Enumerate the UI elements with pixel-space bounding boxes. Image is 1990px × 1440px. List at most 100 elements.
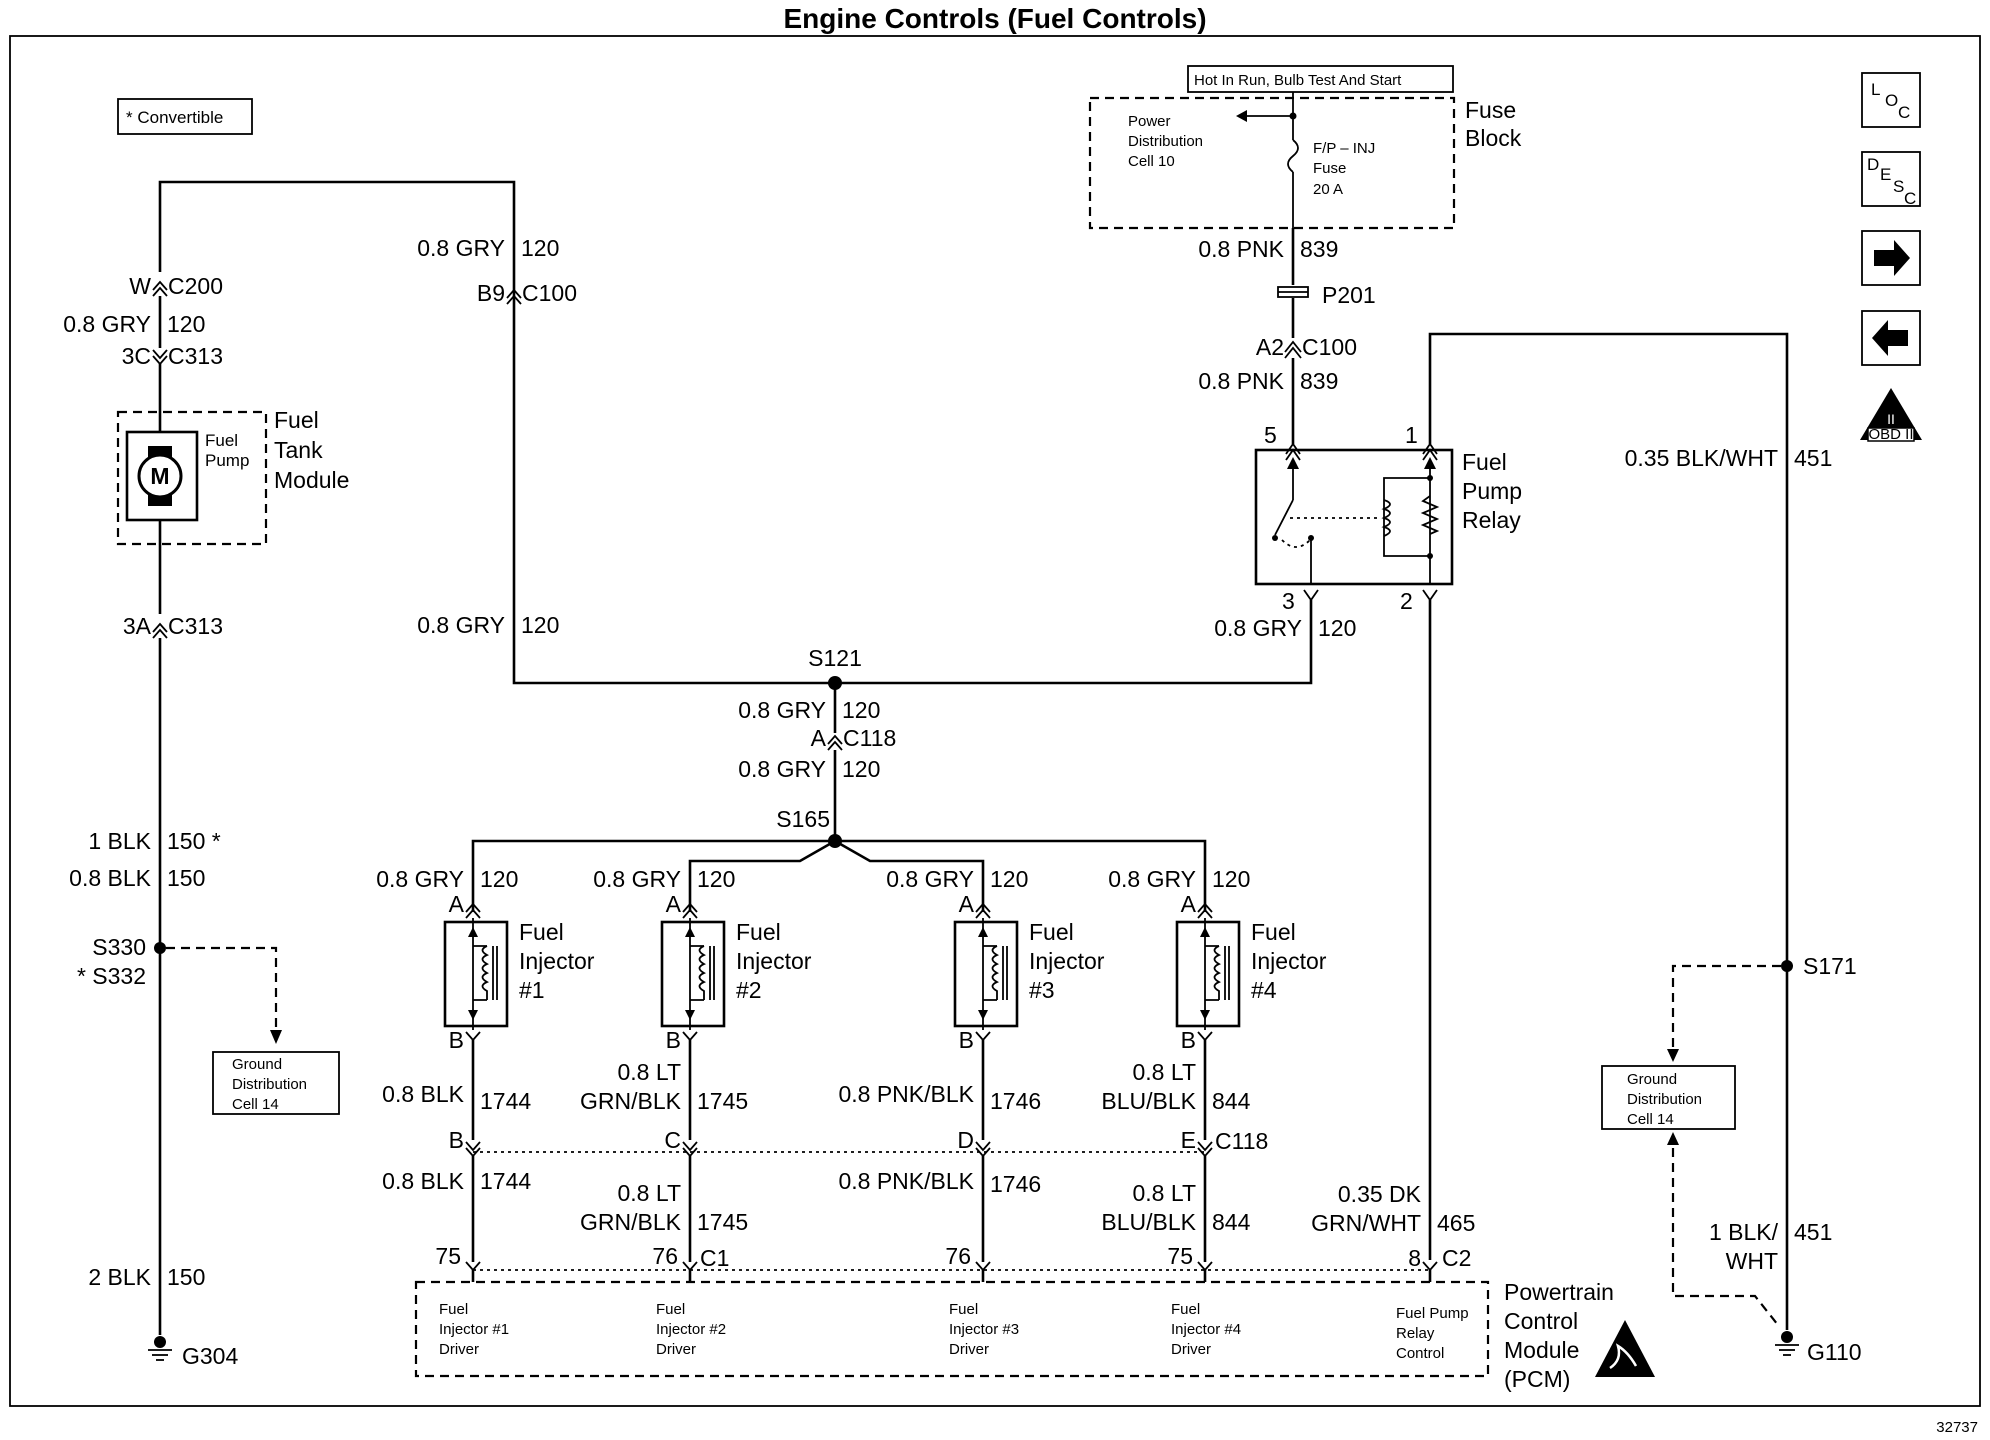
svg-text:S: S	[1893, 177, 1904, 196]
wire-pnk-839-color: 0.8 PNK	[1198, 236, 1284, 262]
injector-pin-b: B	[666, 1027, 681, 1053]
wire-dkgrn-circuit: 465	[1437, 1210, 1475, 1236]
ground-dist-right-2: Distribution	[1627, 1091, 1702, 1108]
injector-out-circuit: 1746	[990, 1088, 1041, 1114]
ground-g110-icon	[1775, 1331, 1799, 1356]
wire-2blk-circuit: 150	[167, 1264, 205, 1290]
tank-module-label-1: Fuel	[274, 407, 319, 433]
injector-in-color: 0.8 GRY	[593, 866, 681, 892]
s330-splice	[154, 942, 166, 954]
fuel-pump-label-1: Fuel	[205, 431, 238, 450]
pcm-driver-label-1: Fuel	[1171, 1301, 1200, 1318]
convertible-note: * Convertible	[126, 108, 223, 127]
pcm-pin-8: 8	[1408, 1245, 1421, 1271]
injector-low-color-1: 0.8 LT	[618, 1180, 682, 1206]
injector-pin-b: B	[1181, 1027, 1196, 1053]
c100b-connector-icon	[1284, 340, 1302, 359]
hot-in-box	[1187, 65, 1454, 93]
injector-out-color-1: 0.8 PNK/BLK	[838, 1081, 974, 1107]
c100a-label: C100	[522, 280, 577, 306]
convertible-note-box	[117, 98, 253, 135]
s171-label: S171	[1803, 953, 1857, 979]
relay-pin-5: 5	[1264, 422, 1277, 448]
figure-number: 32737	[1936, 1419, 1978, 1436]
loc-icon[interactable]: LOC	[1861, 72, 1921, 128]
injector-in-circuit: 120	[1212, 866, 1250, 892]
svg-text:OBD II: OBD II	[1868, 426, 1913, 443]
pcm-pin: 75	[435, 1243, 461, 1269]
injector-low-color-2: GRN/BLK	[580, 1209, 682, 1235]
b9-pin: B9	[477, 280, 505, 306]
wire-blkwht-451-color: 0.35 BLK/WHT	[1625, 445, 1778, 471]
c118a-pin: A	[811, 725, 827, 751]
injector-out-circuit: 844	[1212, 1088, 1251, 1114]
svg-text:O: O	[1885, 91, 1898, 110]
ground-dist-left	[212, 1051, 340, 1115]
injector-pin-a: A	[1181, 891, 1197, 917]
p201-connector-icon	[1277, 286, 1309, 298]
g304-label: G304	[182, 1343, 238, 1369]
pcm-driver-label-1: Fuel	[439, 1301, 468, 1318]
motor-icon	[137, 453, 183, 499]
obd-ii-icon: OBD II II	[1860, 388, 1922, 443]
injector-c118-pin: D	[957, 1127, 974, 1153]
relay-pin-3: 3	[1282, 588, 1295, 614]
injector-pin-a: A	[959, 891, 975, 917]
pcm-driver-label-2: Injector #1	[439, 1321, 509, 1338]
power-arrow-icon	[1236, 110, 1247, 122]
ground-dist-right-1: Ground	[1627, 1071, 1677, 1088]
relay-pin-1: 1	[1405, 422, 1418, 448]
relay-label-2: Pump	[1462, 478, 1522, 504]
pcm-driver-label-3: Driver	[1171, 1341, 1211, 1358]
power-dist-2: Distribution	[1128, 133, 1203, 150]
pcm-pin: 75	[1167, 1243, 1193, 1269]
fuse-block-outline	[1088, 96, 1456, 230]
s165-label: S165	[776, 806, 830, 832]
wire-dkgrn-color-2: GRN/WHT	[1311, 1210, 1421, 1236]
c118e-label: C118	[1215, 1128, 1268, 1154]
injector-in-color: 0.8 GRY	[376, 866, 464, 892]
injector-pin-b: B	[449, 1027, 464, 1053]
wire-blkwht-451-circuit: 451	[1794, 445, 1832, 471]
injector-low-color-1: 0.8 BLK	[382, 1168, 464, 1194]
injector-in-circuit: 120	[480, 866, 518, 892]
injector-pin-b: B	[959, 1027, 974, 1053]
pcm-relay-ctrl-2: Relay	[1396, 1325, 1435, 1342]
injector-low-circuit: 844	[1212, 1209, 1251, 1235]
wire-blkwht2-circuit: 451	[1794, 1219, 1832, 1245]
injector-in-color: 0.8 GRY	[886, 866, 974, 892]
wire-blkwht2-color-2: WHT	[1726, 1248, 1778, 1274]
injector-c118-pin: B	[449, 1127, 464, 1153]
injector-name-2: Injector	[1029, 948, 1105, 974]
injector-low-color-2: BLU/BLK	[1101, 1209, 1196, 1235]
wire-mid-gry1-circuit: 120	[521, 235, 559, 261]
fuel-tank-module-outline	[116, 410, 268, 546]
svg-text:C: C	[1898, 103, 1910, 122]
esd-warning-icon	[1595, 1320, 1655, 1377]
power-dist-1: Power	[1128, 113, 1171, 130]
injector-low-circuit: 1745	[697, 1209, 748, 1235]
ground-dist-right-3: Cell 14	[1627, 1111, 1674, 1128]
fuel-pump-label-2: Pump	[205, 451, 249, 470]
hot-in-label: Hot In Run, Bulb Test And Start	[1194, 72, 1402, 89]
arrow-right-icon[interactable]	[1861, 230, 1921, 286]
s332-label: * S332	[77, 963, 146, 989]
a2-pin: A2	[1256, 334, 1284, 360]
wire-1blk-circuit: 150 *	[167, 828, 221, 854]
wire-dkgrn-color-1: 0.35 DK	[1338, 1181, 1422, 1207]
wire-s121-gry-circuit: 120	[842, 697, 880, 723]
injector-name-1: Fuel	[519, 919, 564, 945]
injector-in-circuit: 120	[697, 866, 735, 892]
p201-label: P201	[1322, 282, 1376, 308]
diagram-frame	[9, 35, 1981, 1407]
pcm-c1-label: C1	[700, 1245, 729, 1271]
ground-dist-left-2: Distribution	[232, 1076, 307, 1093]
injector-name-1: Fuel	[1029, 919, 1074, 945]
wire-s165-gry-color: 0.8 GRY	[738, 756, 826, 782]
injector-name-1: Fuel	[1251, 919, 1296, 945]
injector-pin-a: A	[666, 891, 682, 917]
arrow-left-icon[interactable]	[1861, 310, 1921, 366]
wire-relay3-color: 0.8 GRY	[1214, 615, 1302, 641]
